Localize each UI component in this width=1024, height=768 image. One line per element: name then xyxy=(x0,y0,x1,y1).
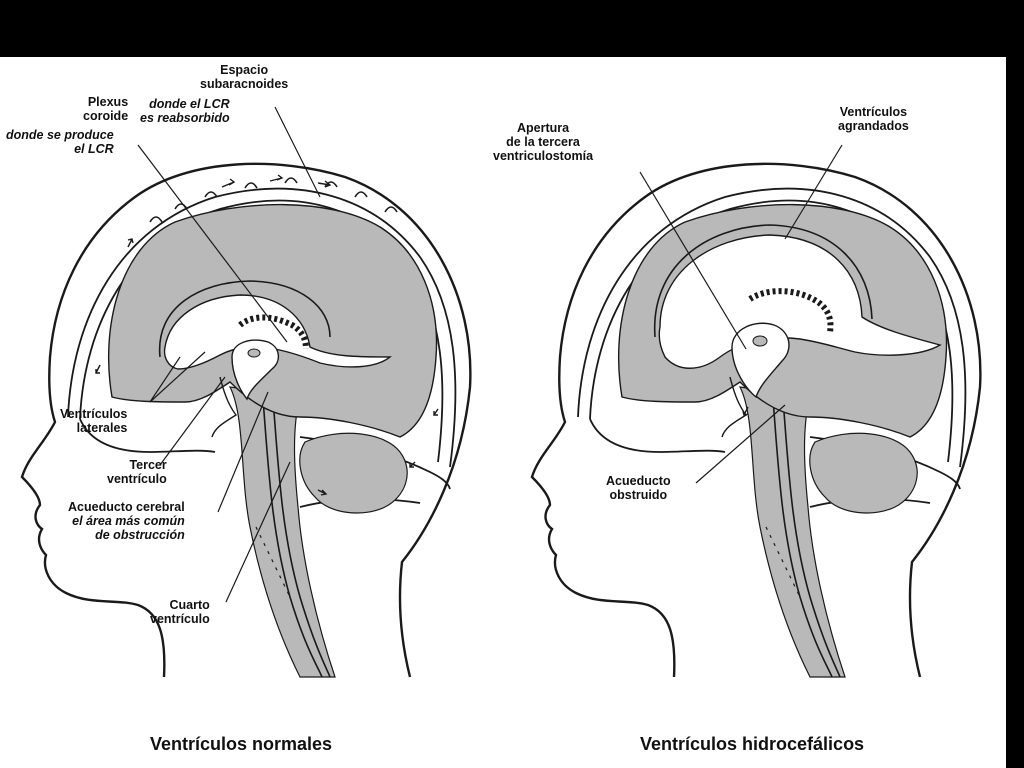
label-cuarto-ventriculo: Cuarto ventrículo xyxy=(150,598,210,626)
label-plexus-coroide: Plexus coroide xyxy=(83,95,128,123)
label-ventriculos-laterales: Ventrículos laterales xyxy=(60,407,127,435)
head-normal xyxy=(20,106,472,679)
label-espacio-subaracnoides: Espacio subaracnoides xyxy=(200,63,288,91)
label-espacio-title: Espacio subaracnoides xyxy=(200,63,289,91)
label-obstruido-text: Acueducto obstruido xyxy=(606,474,671,502)
label-cuarto-text: Cuarto ventrículo xyxy=(150,598,210,626)
caption-normal: Ventrículos normales xyxy=(150,734,333,754)
label-espacio-note: donde el LCR es reabsorbido xyxy=(140,97,230,125)
label-espacio-note-box: donde el LCR es reabsorbido xyxy=(140,97,230,125)
label-acueducto-note: el área más común de obstrucción xyxy=(72,514,185,542)
label-acueducto-title: Acueducto cerebral xyxy=(68,500,185,514)
label-plexus-note-box: donde se produce el LCR xyxy=(6,128,114,156)
caption-hydrocephalic: Ventrículos hidrocefálicos xyxy=(640,734,865,754)
label-plexus-title: Plexus coroide xyxy=(83,95,129,123)
label-acueducto-cerebral: Acueducto cerebral el área más común de … xyxy=(68,500,185,542)
head-hydrocephalic xyxy=(530,144,982,679)
label-tercer-text: Tercer ventrículo xyxy=(107,458,167,486)
diagram-sheet: Espacio subaracnoides donde el LCR es re… xyxy=(0,57,1006,768)
label-tercer-ventriculo: Tercer ventrículo xyxy=(107,458,167,486)
label-agrandados-text: Ventrículos agrandados xyxy=(838,105,909,133)
diagram-artwork xyxy=(20,106,982,679)
label-laterales-text: Ventrículos laterales xyxy=(60,407,128,435)
label-ventriculos-agrandados: Ventrículos agrandados xyxy=(838,105,909,133)
label-apertura-text: Apertura de la tercera ventriculostomía xyxy=(493,121,594,163)
label-acueducto-obstruido: Acueducto obstruido xyxy=(606,474,671,502)
label-apertura-ventriculostomia: Apertura de la tercera ventriculostomía xyxy=(493,121,593,163)
label-plexus-note: donde se produce el LCR xyxy=(6,128,114,156)
